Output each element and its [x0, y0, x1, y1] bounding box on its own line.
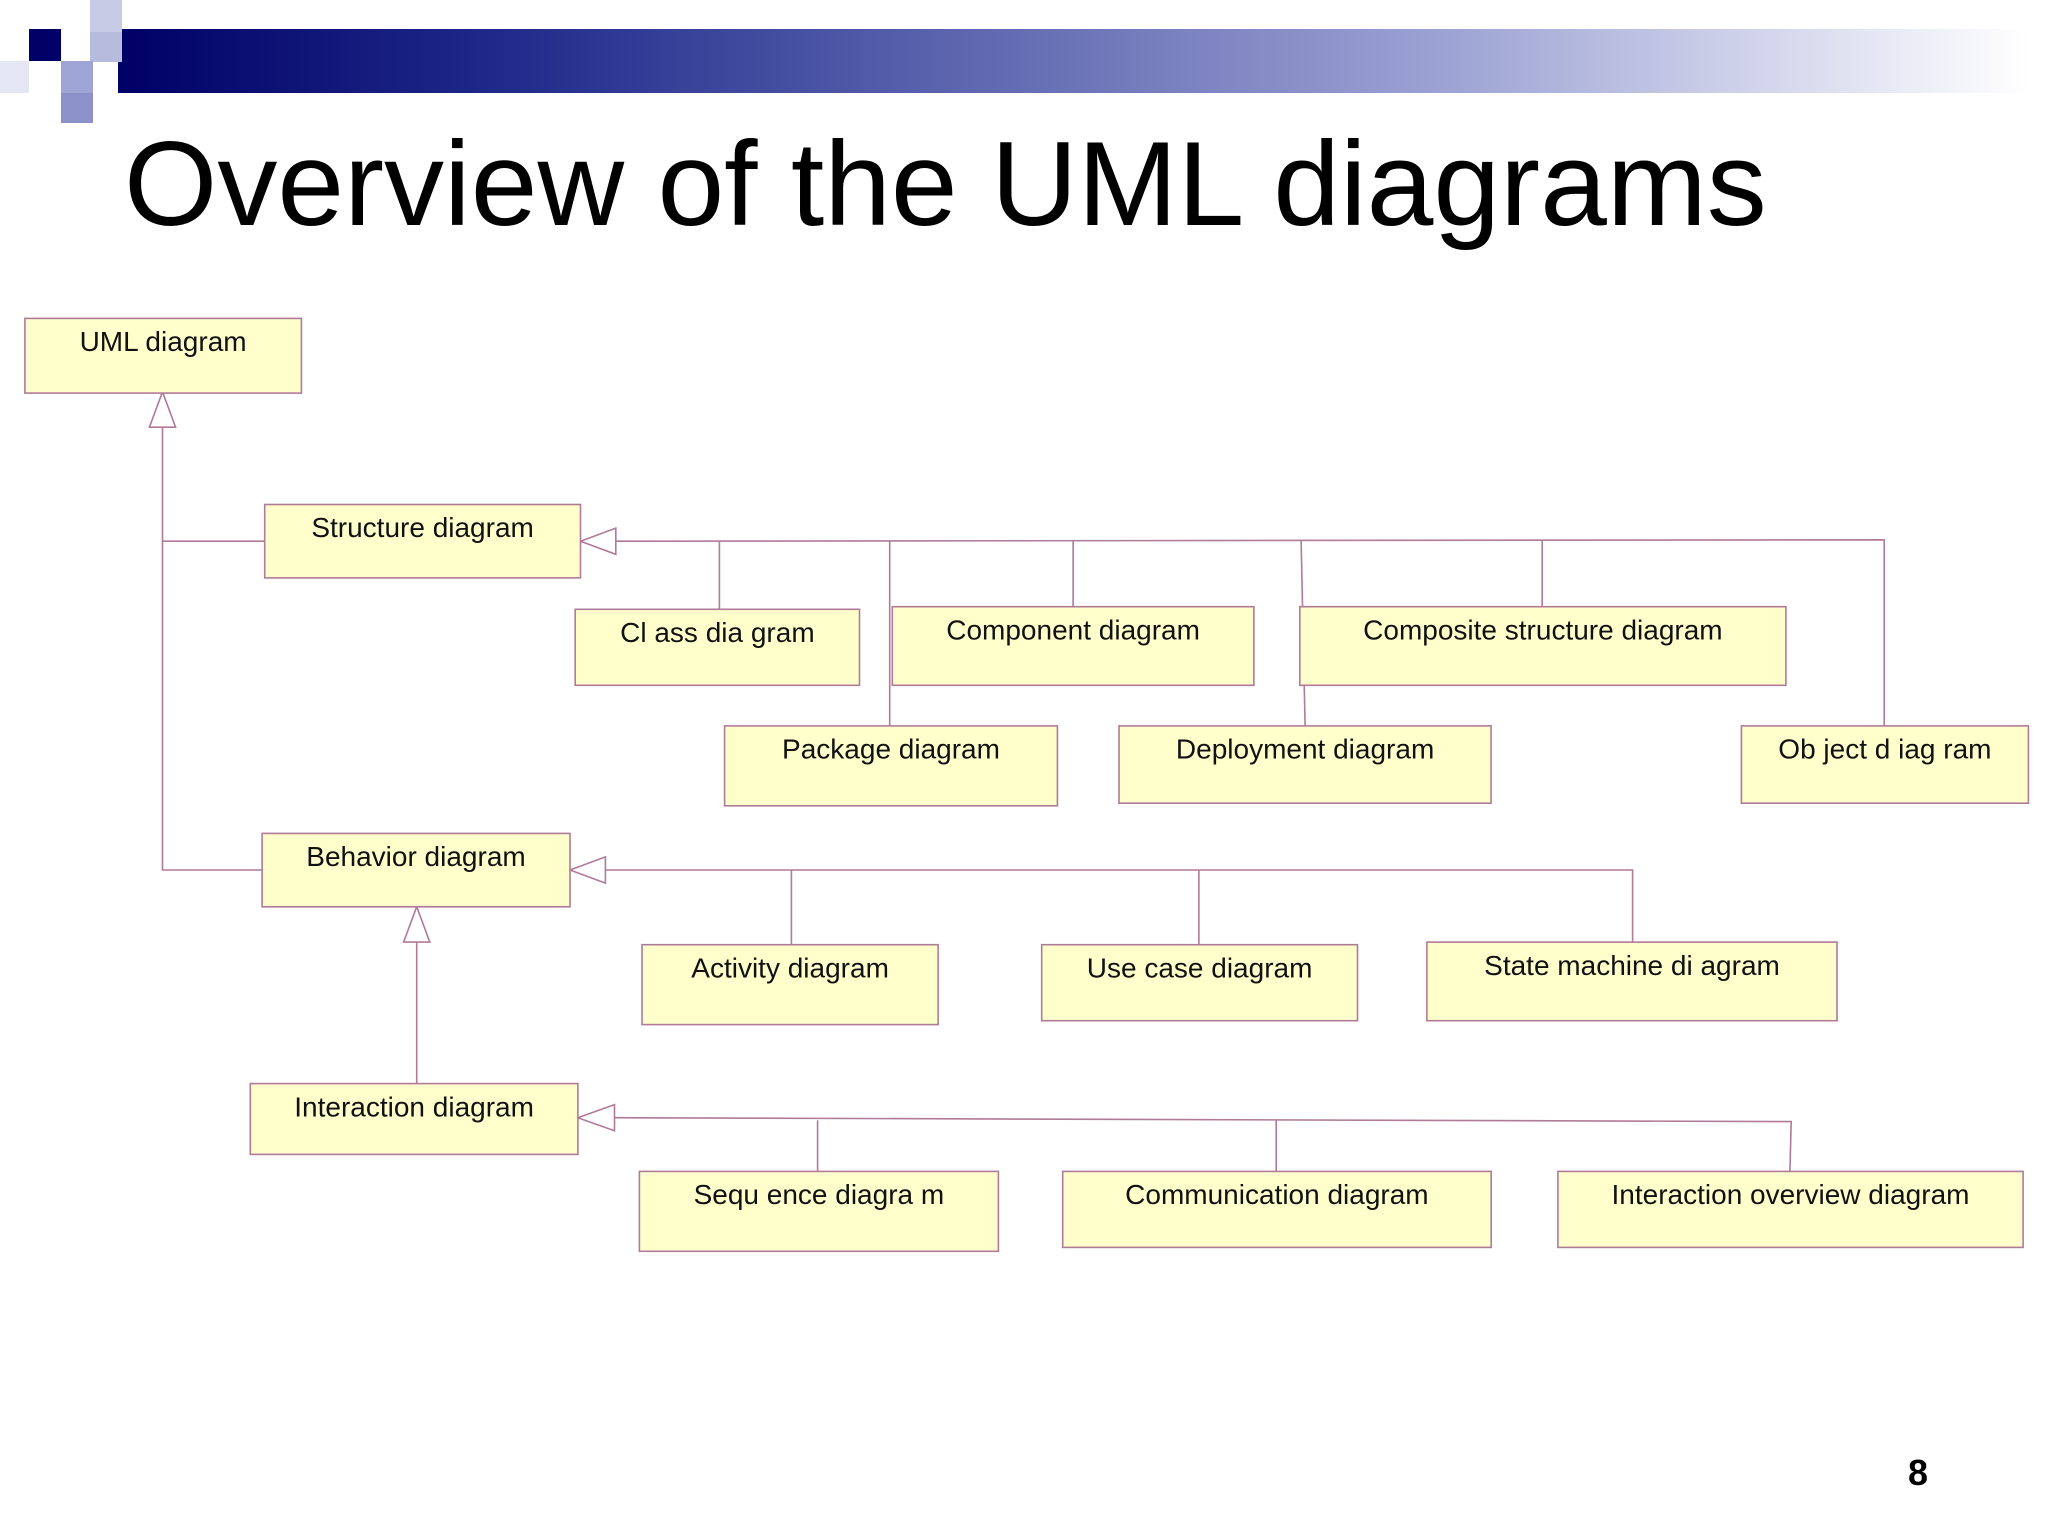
node-box: [249, 1082, 579, 1156]
node-usecase: Use case diagram: [1040, 943, 1359, 1022]
generalization-arrowhead: [402, 904, 431, 943]
node-box: [1061, 1170, 1492, 1249]
node-object: Ob ject d iag ram: [1740, 725, 2030, 805]
header-square-light: [90, 0, 122, 32]
generalization-arrowhead: [578, 526, 617, 556]
node-label: Activity diagram: [691, 953, 889, 984]
generalization-arrowhead: [575, 1103, 616, 1132]
node-behavior: Behavior diagram: [261, 832, 571, 908]
connector-line: [605, 869, 1634, 943]
header-square-dark: [29, 29, 61, 61]
node-box: [1740, 725, 2030, 805]
node-label: Cl ass dia gram: [620, 617, 815, 648]
node-box: [641, 943, 939, 1026]
node-box: [574, 608, 861, 687]
node-label: Composite structure diagram: [1363, 614, 1722, 645]
node-sequence: Sequ ence diagra m: [638, 1170, 1000, 1253]
node-box: [723, 725, 1059, 807]
header-square-medium: [61, 61, 93, 93]
node-package: Package diagram: [723, 725, 1059, 807]
header-square-medium: [61, 93, 93, 123]
node-label: Ob ject d iag ram: [1778, 734, 1991, 765]
page-title: Overview of the UML diagrams: [124, 117, 1767, 251]
node-box: [1426, 941, 1838, 1022]
node-statemachine: State machine di agram: [1426, 941, 1838, 1022]
generalization-arrowhead: [148, 389, 177, 429]
node-label: Component diagram: [946, 614, 1200, 645]
node-label: State machine di agram: [1484, 950, 1780, 981]
node-box: [24, 317, 303, 394]
node-activity: Activity diagram: [641, 943, 939, 1026]
node-box: [261, 832, 571, 908]
node-deployment: Deployment diagram: [1118, 725, 1492, 805]
node-uml: UML diagram: [24, 317, 303, 394]
node-label: Deployment diagram: [1176, 734, 1434, 765]
node-interaction: Interaction diagram: [249, 1082, 579, 1156]
header-gradient-band: [118, 29, 2028, 93]
node-label: Behavior diagram: [306, 841, 525, 872]
page-number: 8: [1907, 1452, 1928, 1493]
node-box: [1118, 725, 1492, 805]
node-communication: Communication diagram: [1061, 1170, 1492, 1249]
node-composite: Composite structure diagram: [1299, 605, 1787, 687]
node-box: [1040, 943, 1359, 1022]
node-box: [1557, 1170, 2024, 1249]
node-label: Sequ ence diagra m: [694, 1179, 945, 1210]
node-label: Interaction diagram: [294, 1091, 534, 1122]
node-box: [891, 605, 1255, 687]
header-square-pale: [0, 61, 29, 93]
node-structure: Structure diagram: [263, 503, 582, 579]
node-label: UML diagram: [80, 326, 247, 357]
node-label: Structure diagram: [311, 512, 534, 543]
node-box: [638, 1170, 1000, 1253]
node-component: Component diagram: [891, 605, 1255, 687]
connector-line: [615, 538, 1885, 726]
node-label: Package diagram: [782, 734, 1000, 765]
node-label: Interaction overview diagram: [1612, 1179, 1970, 1210]
node-box: [1299, 605, 1787, 687]
generalization-arrowhead: [567, 855, 607, 885]
node-label: Communication diagram: [1125, 1179, 1428, 1210]
node-interactionoverview: Interaction overview diagram: [1557, 1170, 2024, 1249]
connector-line: [614, 1116, 1793, 1172]
connector-line: [161, 427, 263, 871]
node-class: Cl ass dia gram: [574, 608, 861, 687]
node-box: [263, 503, 582, 579]
header-square-light: [90, 32, 122, 62]
node-label: Use case diagram: [1087, 953, 1313, 984]
